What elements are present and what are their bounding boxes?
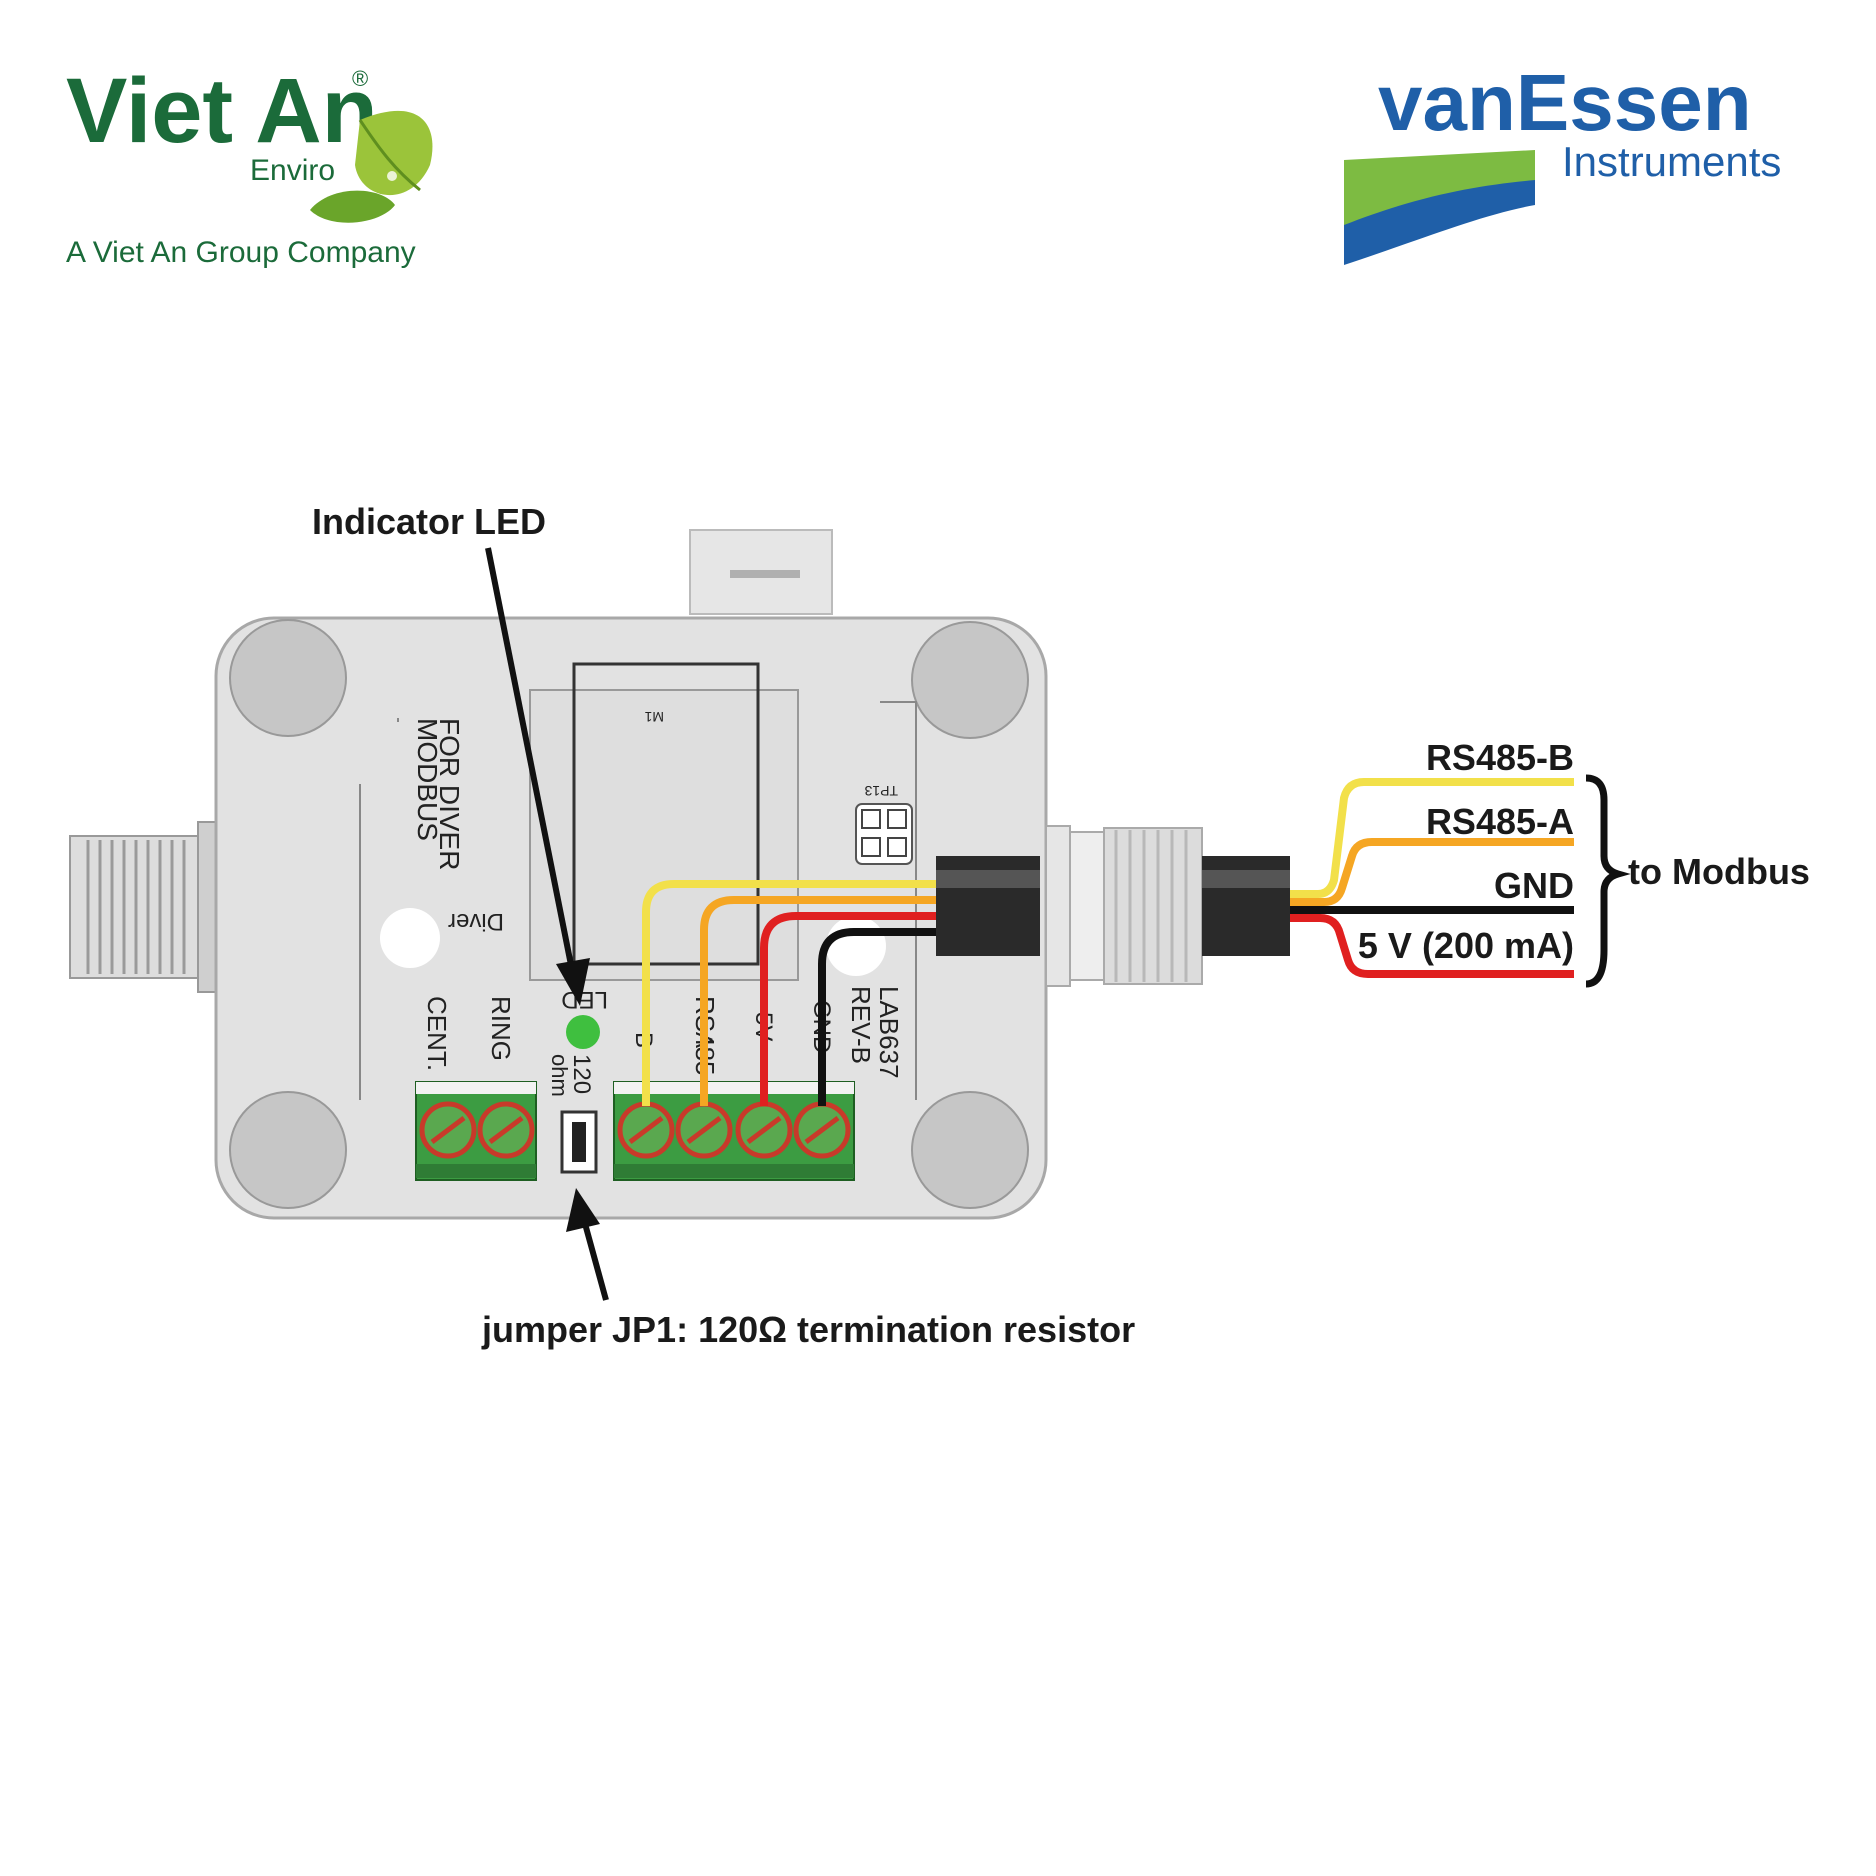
wire-label-rs485-a: RS485-A bbox=[1426, 801, 1574, 842]
wave-icon bbox=[1344, 150, 1535, 265]
board-label-lab: LAB637 bbox=[874, 986, 904, 1079]
viet-an-tagline: A Viet An Group Company bbox=[66, 236, 416, 269]
terminal-block-left bbox=[415, 1081, 537, 1181]
leaf-icon bbox=[310, 110, 433, 223]
internal-wires bbox=[642, 880, 940, 1106]
device: M1 TP13 MODBUS FOR DIVER Diver CENT. RIN… bbox=[69, 529, 1574, 1220]
jumper-arrow bbox=[566, 1188, 609, 1301]
board-label-for-diver: FOR DIVER bbox=[434, 718, 465, 870]
board-label-ohm-value: 120 bbox=[568, 1054, 595, 1094]
terminal-block-right bbox=[613, 1081, 855, 1181]
screw-icon bbox=[229, 1091, 347, 1209]
brace-icon bbox=[1585, 774, 1631, 988]
van-essen-logo-sub: Instruments bbox=[1562, 138, 1781, 185]
viet-an-registered-mark: ® bbox=[352, 66, 368, 91]
board-label-led: LED bbox=[561, 986, 608, 1013]
screw-icon bbox=[911, 1091, 1029, 1209]
external-wires bbox=[1290, 778, 1574, 978]
to-modbus-label: to Modbus bbox=[1628, 851, 1810, 892]
diver-port bbox=[380, 908, 440, 968]
viet-an-logo-sub: Enviro bbox=[250, 154, 335, 187]
cable-port bbox=[826, 916, 886, 976]
jumper-callout: jumper JP1: 120Ω termination resistor bbox=[481, 1309, 1135, 1350]
indicator-led-icon bbox=[566, 1015, 600, 1049]
viet-an-logo: Viet An ® Enviro A Viet An Group Company bbox=[66, 60, 433, 269]
van-essen-logo: vanEssen Instruments bbox=[1344, 58, 1781, 265]
indicator-led-callout: Indicator LED bbox=[312, 501, 546, 542]
module-label: M1 bbox=[644, 709, 664, 725]
board-label-cent: CENT. bbox=[422, 996, 452, 1071]
cable-gland bbox=[936, 825, 1290, 987]
van-essen-logo-name: vanEssen bbox=[1378, 58, 1752, 147]
board-label-diver: Diver bbox=[448, 908, 504, 935]
wire-label-5v: 5 V (200 mA) bbox=[1358, 925, 1574, 966]
board-label-ohm-unit: ohm bbox=[547, 1054, 572, 1097]
board-label-ring: RING bbox=[486, 996, 516, 1061]
screw-icon bbox=[229, 619, 347, 737]
board-label-modbus: MODBUS bbox=[412, 718, 443, 841]
top-tab bbox=[689, 529, 833, 615]
board-label-rev: REV-B bbox=[846, 986, 876, 1064]
wire-label-gnd: GND bbox=[1494, 865, 1574, 906]
test-pad-label: TP13 bbox=[864, 783, 898, 799]
jumper-jp1 bbox=[560, 1110, 598, 1174]
wire-label-rs485-b: RS485-B bbox=[1426, 737, 1574, 778]
viet-an-logo-name: Viet An bbox=[66, 60, 378, 162]
left-threaded-connector bbox=[69, 821, 219, 993]
indicator-led-arrow bbox=[485, 547, 590, 1006]
screw-icon bbox=[911, 621, 1029, 739]
